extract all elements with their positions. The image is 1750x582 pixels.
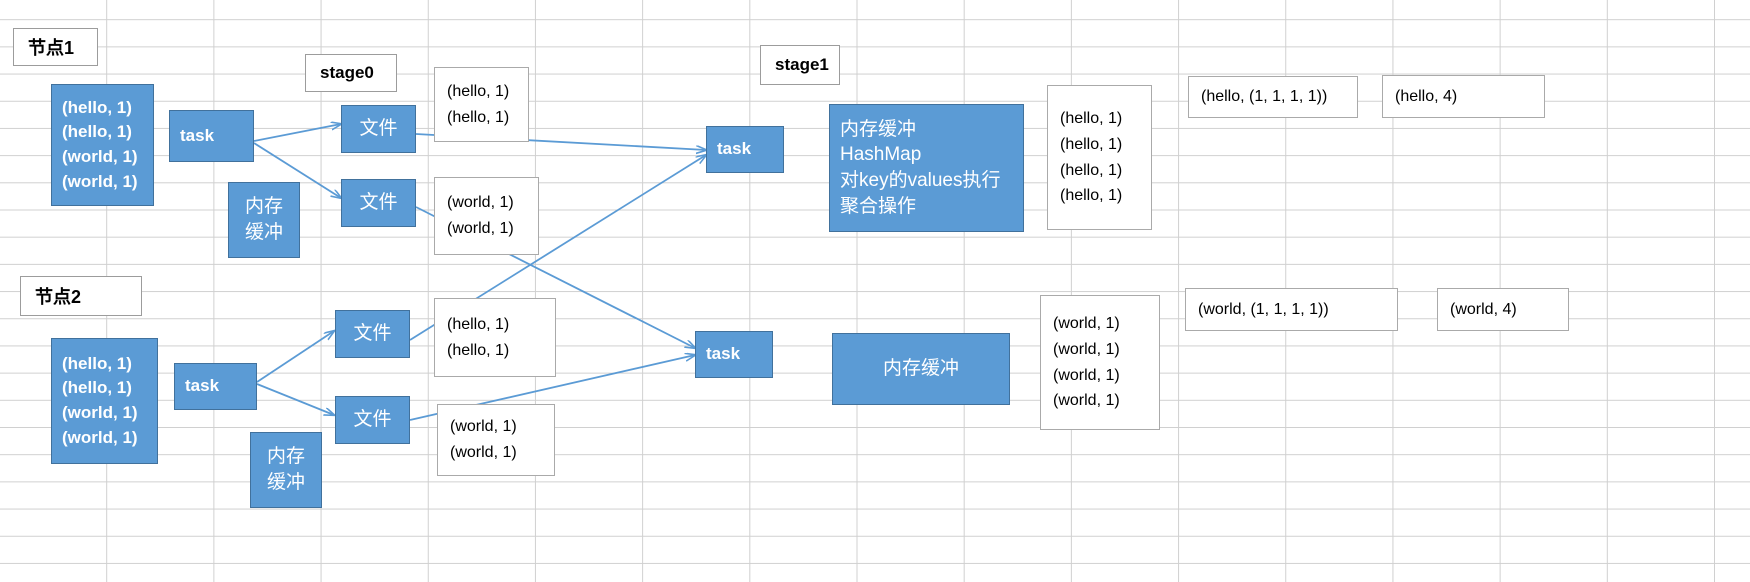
node2-file-top-content-line: (hello, 1) (447, 315, 510, 333)
stage1-grouped-hello-text: (hello, (1, 1, 1, 1)) (1201, 88, 1328, 106)
node1-file-top-content-line: (hello, 1) (447, 108, 510, 126)
label-node1-text: 节点1 (28, 38, 75, 58)
stage1-collected-world-line: (world, 1) (1053, 340, 1120, 358)
stage1-memory-hashmap-box: 内存缓冲 HashMap 对key的values执行 聚合操作 (829, 104, 1024, 232)
node1-file-bottom-content-line: (world, 1) (447, 220, 514, 237)
stage1-grouped-world-box: (world, (1, 1, 1, 1)) (1185, 288, 1398, 331)
node1-task-label: task (180, 125, 215, 145)
arrow-n2task-to-file2 (256, 383, 334, 415)
node1-input-line: (hello, 1) (62, 122, 132, 142)
stage1-result-world-text: (world, 4) (1450, 300, 1517, 318)
node1-file-bottom-label: 文件 (359, 192, 398, 214)
node2-memory-buffer-line: 内存 (266, 446, 305, 468)
stage1-memory-hashmap-line: 聚合操作 (840, 195, 917, 217)
stage1-collected-hello-line: (hello, 1) (1060, 110, 1123, 128)
stage1-result-world-box: (world, 4) (1437, 288, 1569, 331)
node2-file-top-box: 文件 (335, 310, 410, 358)
node1-memory-buffer-line: 缓冲 (244, 222, 283, 243)
stage1-collected-hello-line: (hello, 1) (1060, 161, 1123, 179)
node1-file-bottom-content-line: (world, 1) (447, 194, 514, 212)
node2-input-line: (hello, 1) (62, 353, 132, 373)
node1-file-bottom-box: 文件 (341, 179, 416, 227)
stage1-task-bottom-label: task (706, 344, 741, 364)
node1-input-box: (hello, 1) (hello, 1) (world, 1) (world,… (51, 84, 154, 206)
stage1-collected-hello-line: (hello, 1) (1060, 135, 1123, 153)
stage1-memory-hashmap-line: 对key的values执行 (840, 170, 1001, 191)
stage1-grouped-hello-box: (hello, (1, 1, 1, 1)) (1188, 76, 1358, 118)
node1-input-line: (world, 1) (62, 171, 138, 191)
node1-file-top-contents: (hello, 1) (hello, 1) (434, 67, 529, 142)
node1-file-top-box: 文件 (341, 105, 416, 153)
stage1-memory-buffer-bottom-line: 内存缓冲 (882, 358, 959, 380)
node1-task-box[interactable]: task (169, 110, 254, 162)
stage1-collected-world-line: (world, 1) (1053, 315, 1120, 333)
label-stage0-text: stage0 (320, 63, 374, 82)
label-node2-text: 节点2 (35, 287, 82, 307)
label-node2: 节点2 (20, 276, 142, 316)
node2-file-bottom-contents: (world, 1) (world, 1) (437, 404, 555, 476)
node2-input-line: (world, 1) (62, 403, 138, 422)
stage1-collected-world-line: (world, 1) (1053, 366, 1120, 384)
node1-file-top-label: 文件 (359, 118, 398, 140)
node2-input-line: (hello, 1) (62, 378, 132, 398)
node1-memory-buffer-line: 内存 (244, 196, 283, 218)
label-stage1-text: stage1 (775, 55, 829, 74)
stage1-grouped-world-text: (world, (1, 1, 1, 1)) (1198, 300, 1329, 318)
stage1-memory-hashmap-line: HashMap (840, 144, 922, 166)
stage1-result-hello-box: (hello, 4) (1382, 75, 1545, 118)
node2-memory-buffer-box: 内存 缓冲 (250, 432, 322, 508)
stage1-task-top-box[interactable]: task (706, 126, 784, 173)
node2-file-bottom-box: 文件 (335, 396, 410, 444)
label-stage0: stage0 (305, 54, 397, 92)
node2-file-bottom-content-line: (world, 1) (450, 418, 517, 436)
stage1-task-top-label: task (717, 139, 752, 159)
node1-memory-buffer-box: 内存 缓冲 (228, 182, 300, 258)
node1-file-bottom-contents: (world, 1) (world, 1) (434, 177, 539, 255)
node2-file-bottom-content-line: (world, 1) (450, 444, 517, 461)
arrow-n2task-to-file1 (256, 331, 334, 383)
stage1-collected-world-box: (world, 1) (world, 1) (world, 1) (world,… (1040, 295, 1160, 430)
node2-input-box: (hello, 1) (hello, 1) (world, 1) (world,… (51, 338, 158, 464)
stage1-collected-hello-line: (hello, 1) (1060, 187, 1123, 205)
node2-input-line: (world, 1) (62, 427, 138, 447)
stage1-memory-hashmap-line: 内存缓冲 (840, 118, 917, 140)
node2-task-label: task (185, 376, 220, 396)
stage1-collected-world-line: (world, 1) (1053, 392, 1120, 410)
stage1-memory-buffer-bottom-box: 内存缓冲 (832, 333, 1010, 405)
stage1-task-bottom-box[interactable]: task (695, 331, 773, 378)
node1-input-line: (world, 1) (62, 147, 138, 166)
node2-file-bottom-label: 文件 (353, 409, 392, 431)
node2-file-top-label: 文件 (353, 323, 392, 345)
label-node1: 节点1 (13, 28, 98, 66)
stage1-collected-hello-box: (hello, 1) (hello, 1) (hello, 1) (hello,… (1047, 85, 1152, 230)
node1-input-line: (hello, 1) (62, 97, 132, 117)
stage1-result-hello-text: (hello, 4) (1395, 87, 1458, 105)
node2-file-top-contents: (hello, 1) (hello, 1) (434, 298, 556, 377)
node2-memory-buffer-line: 缓冲 (266, 472, 305, 493)
label-stage1: stage1 (760, 45, 840, 85)
node2-file-top-content-line: (hello, 1) (447, 341, 510, 359)
node1-file-top-content-line: (hello, 1) (447, 82, 510, 100)
node2-task-box[interactable]: task (174, 363, 257, 410)
arrow-n1task-to-file1 (253, 124, 341, 142)
